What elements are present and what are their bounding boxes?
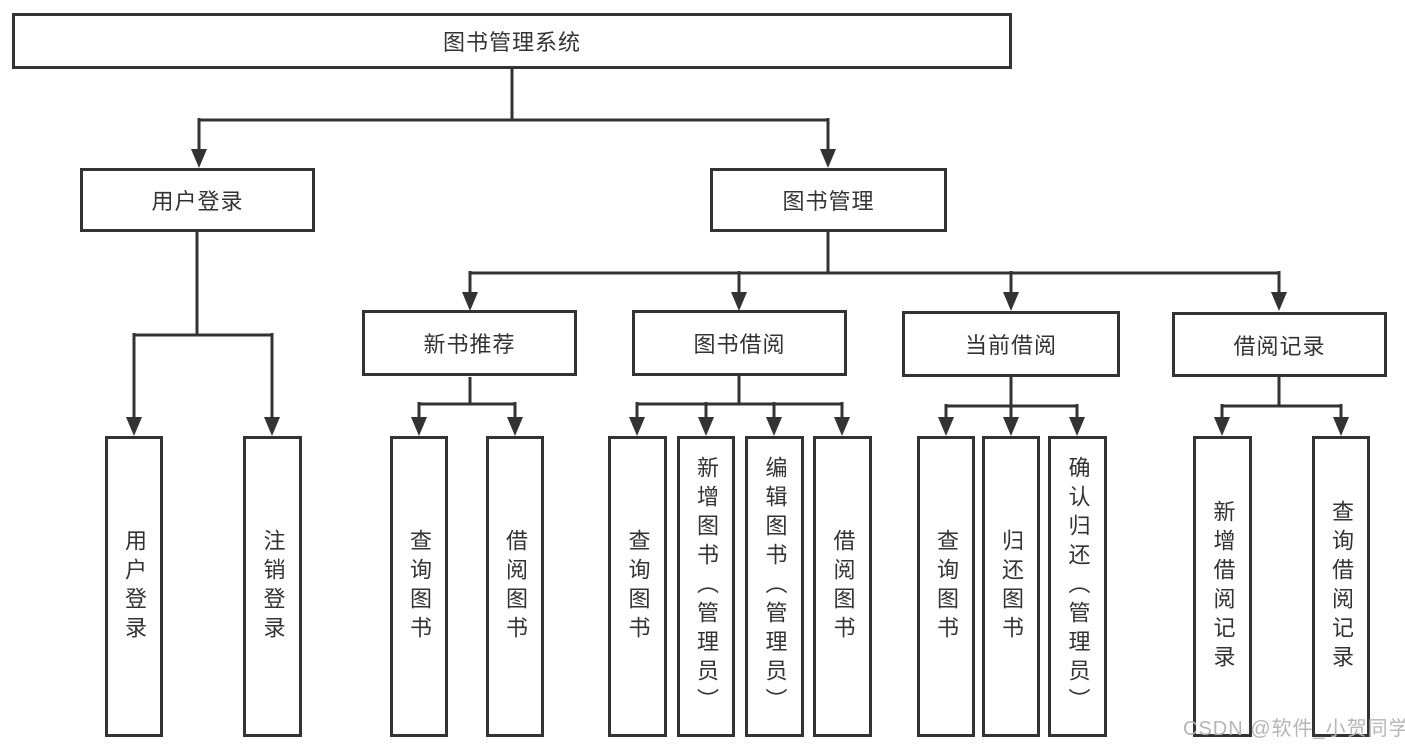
node-borrow-records: 借阅记录 [1172,312,1387,377]
leaf-return-book-label: 归还图书 [999,528,1024,645]
connector-new-book-recommend-to-leaves [411,377,523,436]
leaf-user-login: 用户登录 [105,436,163,737]
leaf-query-books-recommend-label: 查询图书 [407,528,432,645]
leaf-query-books-borrow-label: 查询图书 [625,528,651,645]
leaf-query-books-recommend: 查询图书 [390,436,448,737]
leaf-add-book-admin-label: 新增图书（管理员） [694,456,719,717]
leaf-logout-label: 注销登录 [260,528,286,645]
node-borrow-records-label: 借阅记录 [1233,333,1326,359]
leaf-borrow-books-borrow-label: 借阅图书 [830,528,856,645]
leaf-query-borrow-record: 查询借阅记录 [1312,436,1370,737]
leaf-edit-book-admin-label: 编辑图书（管理员） [762,456,788,717]
leaf-return-book: 归还图书 [982,436,1040,737]
leaf-query-books-borrow: 查询图书 [608,436,667,737]
connector-book-borrow-to-leaves [629,376,850,436]
connector-borrow-records-to-leaves [1214,377,1349,436]
node-user-login: 用户登录 [80,168,315,232]
leaf-add-book-admin: 新增图书（管理员） [677,436,735,737]
node-library-management-system: 图书管理系统 [12,13,1012,69]
leaf-query-borrow-record-label: 查询借阅记录 [1329,499,1354,674]
node-library-management-system-label: 图书管理系统 [442,30,581,55]
leaf-confirm-return-admin-label: 确认归还（管理员） [1065,456,1091,717]
leaf-query-books-current-label: 查询图书 [934,528,959,645]
leaf-borrow-books-recommend-label: 借阅图书 [503,528,528,645]
connector-book-management-to-level3 [462,232,1287,311]
connector-user-login-to-leaves [126,232,280,436]
node-book-borrow-label: 图书借阅 [693,332,786,357]
node-current-borrow-label: 当前借阅 [964,333,1057,358]
node-current-borrow: 当前借阅 [902,311,1120,377]
leaf-query-books-current: 查询图书 [917,436,975,737]
node-new-book-recommend: 新书推荐 [362,310,577,376]
node-user-login-label: 用户登录 [151,189,244,214]
leaf-confirm-return-admin: 确认归还（管理员） [1048,436,1107,737]
node-new-book-recommend-label: 新书推荐 [423,332,516,357]
leaf-borrow-books-recommend: 借阅图书 [486,436,544,737]
connector-root-to-level2 [191,69,836,168]
node-book-borrow: 图书借阅 [632,310,847,376]
leaf-borrow-books-borrow: 借阅图书 [813,436,872,737]
leaf-logout: 注销登录 [243,436,302,737]
leaf-user-login-label: 用户登录 [122,528,147,645]
leaf-edit-book-admin: 编辑图书（管理员） [745,436,804,737]
node-book-management: 图书管理 [710,168,947,232]
node-book-management-label: 图书管理 [782,189,875,214]
leaf-add-borrow-record: 新增借阅记录 [1193,436,1252,737]
leaf-add-borrow-record-label: 新增借阅记录 [1210,499,1236,674]
connector-current-borrow-to-leaves [938,377,1085,436]
